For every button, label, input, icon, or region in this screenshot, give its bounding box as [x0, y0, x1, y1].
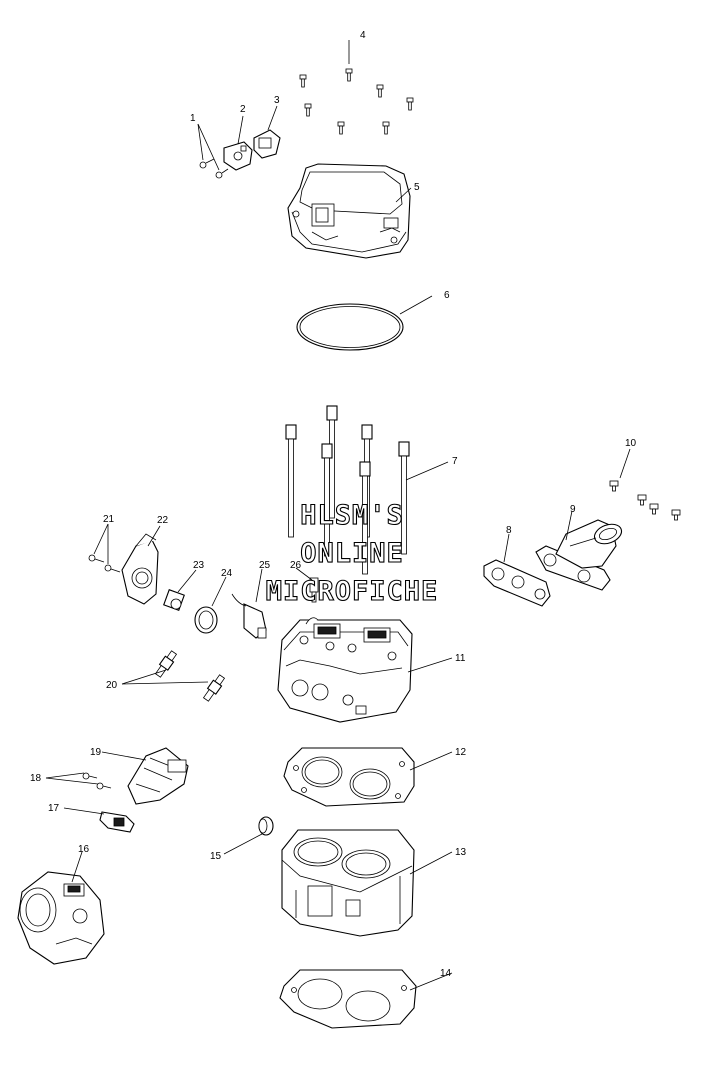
temp-sender	[309, 577, 319, 603]
callout-11: 11	[455, 653, 466, 664]
callout-12: 12	[455, 747, 467, 758]
watermark-line-3: MICROFICHE	[266, 576, 439, 607]
callout-numbers: 1 2 3 4 5 6 7 8 9 10 11 12 13 14 15 16 1…	[30, 30, 637, 979]
callout-4: 4	[360, 30, 366, 41]
cylinder-block	[281, 829, 415, 937]
callout-15: 15	[210, 851, 222, 862]
head-bolts	[285, 405, 410, 575]
callout-2: 2	[240, 104, 246, 115]
valve-cover	[287, 163, 411, 259]
callout-13: 13	[455, 847, 467, 858]
callout-17: 17	[48, 803, 60, 814]
callout-25: 25	[259, 560, 271, 571]
thermostat-housing	[121, 533, 159, 605]
thermostat	[163, 589, 185, 611]
base-gasket	[279, 969, 417, 1029]
callout-20: 20	[106, 680, 118, 691]
thermostat-screws	[88, 554, 121, 573]
intake-screws	[82, 772, 112, 790]
watermark: HLSM'S ONLINE MICROFICHE	[265, 499, 439, 607]
sensor	[99, 811, 135, 833]
callout-18: 18	[30, 773, 42, 784]
exhaust-gasket	[483, 559, 551, 607]
callout-14: 14	[440, 968, 452, 979]
callout-16: 16	[78, 844, 90, 855]
plug	[258, 816, 274, 836]
thermostat-seal	[194, 606, 218, 634]
callout-9: 9	[570, 504, 576, 515]
callout-1: 1	[190, 113, 196, 124]
exhaust-manifold	[535, 519, 623, 591]
oil-cap-assembly	[199, 129, 281, 179]
head-gasket	[283, 747, 415, 807]
watermark-line-1: HLSM'S	[300, 500, 404, 531]
intake-boot	[127, 747, 189, 805]
leader-lines	[45, 40, 631, 991]
callout-8: 8	[506, 525, 512, 536]
watermark-line-2: ONLINE	[300, 538, 404, 569]
callout-6: 6	[444, 290, 450, 301]
callout-7: 7	[452, 456, 458, 467]
callout-5: 5	[414, 182, 420, 193]
throttle-body	[17, 871, 105, 965]
callout-3: 3	[274, 95, 280, 106]
cylinder-head	[277, 617, 413, 723]
callout-19: 19	[90, 747, 102, 758]
cover-bolts	[299, 68, 414, 135]
callout-22: 22	[157, 515, 169, 526]
manifold-bolts	[609, 480, 681, 521]
spark-plugs	[154, 650, 226, 702]
callout-10: 10	[625, 438, 637, 449]
callout-23: 23	[193, 560, 205, 571]
callout-24: 24	[221, 568, 233, 579]
temperature-sensor	[231, 593, 267, 639]
cover-gasket-ring	[296, 303, 404, 351]
callout-26: 26	[290, 560, 302, 571]
callout-21: 21	[103, 514, 115, 525]
